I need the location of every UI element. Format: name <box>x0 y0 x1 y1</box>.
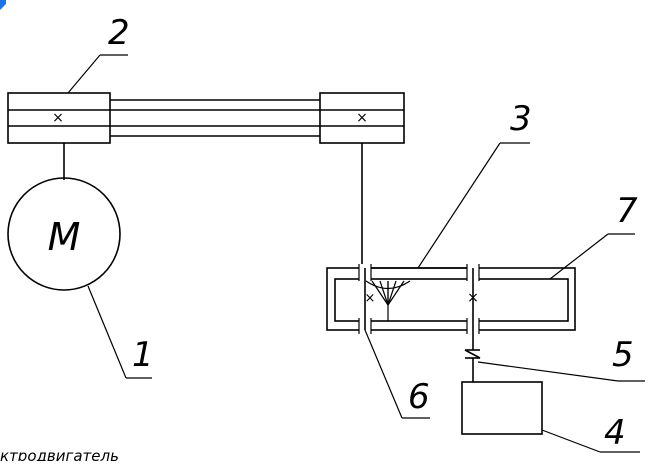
label-gearbox-shaft: 3 <box>510 99 532 139</box>
belt-lines <box>110 99 320 137</box>
svg-text:×: × <box>356 110 368 126</box>
svg-text:×: × <box>365 291 376 306</box>
leader-lines <box>67 54 645 453</box>
driven-pulley: × <box>319 92 405 144</box>
label-working-machine: 4 <box>604 413 626 453</box>
bevel-gear: × <box>365 280 411 321</box>
svg-text:×: × <box>52 110 64 126</box>
coupling <box>464 330 481 382</box>
electric-motor: M <box>7 143 121 291</box>
label-bearing: 6 <box>408 377 430 417</box>
label-housing: 7 <box>616 191 638 231</box>
caption-fragment: ктродвигатель <box>0 447 119 461</box>
motor-symbol: M <box>48 215 81 259</box>
corner-mark <box>0 0 6 10</box>
gear-2-mark: × <box>467 290 479 306</box>
label-coupling: 5 <box>612 335 634 375</box>
drive-pulley: × <box>7 92 111 144</box>
working-machine <box>461 381 543 435</box>
label-motor: 1 <box>132 335 154 375</box>
label-belt-drive: 2 <box>108 13 130 53</box>
